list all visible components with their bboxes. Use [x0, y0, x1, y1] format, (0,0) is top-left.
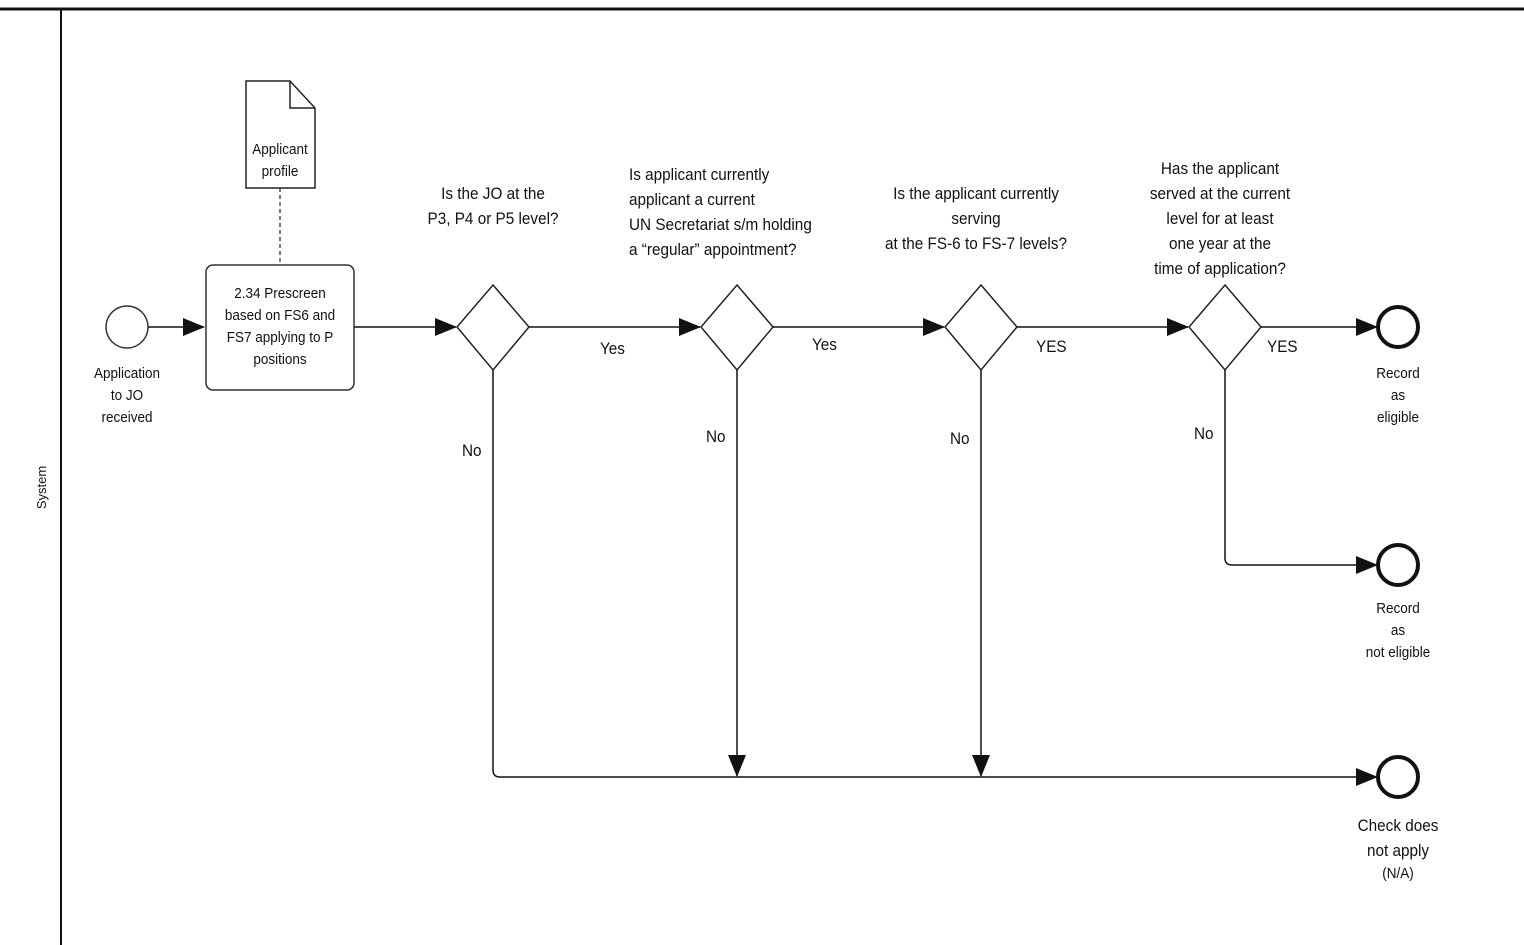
data-object-label: Applicant profile: [252, 141, 308, 180]
end-event-eligible: [1376, 305, 1420, 349]
gateway-3-diamond: [944, 283, 1018, 372]
gateway-1-question: Is the JO at the P3, P4 or P5 level?: [427, 184, 559, 228]
gateway-2-no-label: No: [706, 427, 726, 446]
lane-label: System: [34, 465, 50, 510]
gateway-1-yes-label: Yes: [600, 339, 625, 358]
gateway-2-question: Is applicant currently applicant a curre…: [629, 165, 812, 259]
end-event-not-eligible: [1376, 543, 1420, 587]
end-event-na: [1376, 755, 1420, 799]
flow-gateway-4-no: [1224, 370, 1378, 574]
gateway-4-question: Has the applicant served at the current …: [1149, 159, 1291, 278]
gateway-3-no-label: No: [950, 429, 970, 448]
gateway-3-yes-label: YES: [1036, 337, 1067, 356]
gateway-1-diamond: [456, 283, 530, 372]
gateway-4-no-label: No: [1194, 424, 1214, 443]
gateway-1-no-label: No: [462, 441, 482, 460]
start-event-circle: [105, 305, 149, 349]
task-label: 2.34 Prescreen based on FS6 and FS7 appl…: [224, 285, 336, 368]
flow-gateway-1-no: [492, 370, 1378, 786]
end-event-na-label: Check does not apply (N/A): [1357, 816, 1439, 882]
gateway-3-question: Is the applicant currently serving at th…: [885, 184, 1067, 253]
start-event-label: Application to JO received: [93, 365, 161, 426]
gateway-4-diamond: [1188, 283, 1262, 372]
gateway-2-diamond: [700, 283, 774, 372]
end-event-not-eligible-label: Record as not eligible: [1365, 600, 1431, 661]
end-event-eligible-label: Record as eligible: [1376, 365, 1420, 426]
gateway-4-yes-label: YES: [1267, 337, 1298, 356]
gateway-2-yes-label: Yes: [812, 335, 837, 354]
